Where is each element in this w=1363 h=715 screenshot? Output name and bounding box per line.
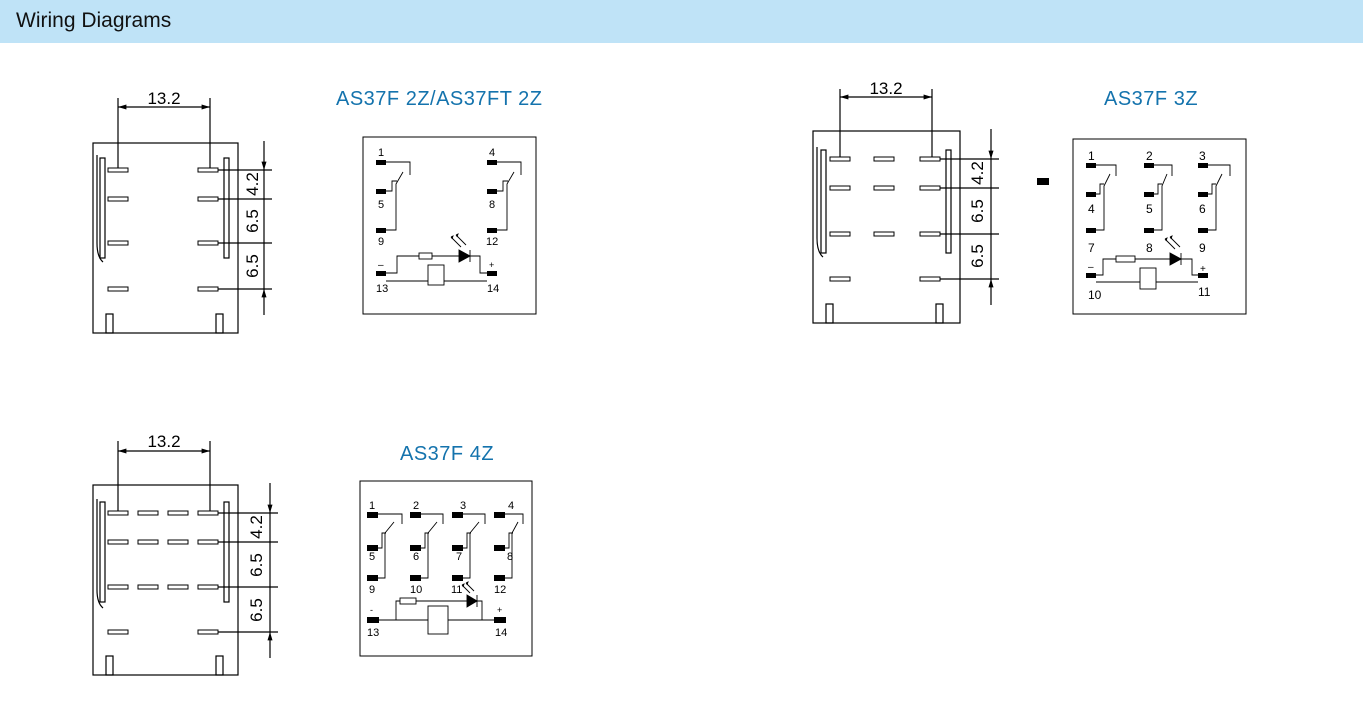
row-dimension-2z-1: 4.2 (243, 172, 262, 196)
schematic-2z: 1 4 5 8 9 12 13 14 – + (362, 136, 537, 315)
terminal-label: 3 (460, 500, 466, 512)
terminal-label: 1 (369, 500, 375, 512)
terminal-label: 13 (376, 283, 388, 295)
terminal-label: 5 (1146, 202, 1153, 216)
diagram-title-2z: AS37F 2Z/AS37FT 2Z (336, 88, 543, 110)
row-dimension-3z-1: 4.2 (968, 161, 987, 185)
terminal-label: 2 (1146, 149, 1153, 163)
row-dimension-4z-1: 4.2 (247, 515, 266, 539)
terminal-label: 1 (378, 147, 384, 159)
terminal-label: 7 (456, 551, 462, 563)
width-dimension-2z: 13.2 (147, 89, 180, 108)
row-dimension-4z-2: 6.5 (247, 553, 266, 577)
polarity-plus: + (489, 260, 494, 270)
terminal-label: 6 (413, 551, 419, 563)
terminal-label: 4 (1088, 202, 1095, 216)
separator-mark (1037, 178, 1049, 185)
row-dimension-3z-3: 6.5 (968, 244, 987, 268)
terminal-label: 2 (413, 500, 419, 512)
terminal-label: 8 (1146, 241, 1153, 255)
terminal-label: 4 (489, 147, 495, 159)
terminal-label: 10 (410, 584, 422, 596)
schematic-3z: 1 2 3 4 5 6 7 8 9 10 11 – + (1072, 138, 1247, 315)
terminal-label: 14 (495, 627, 507, 639)
terminal-label: 11 (1198, 285, 1211, 299)
terminal-label: 3 (1199, 149, 1206, 163)
row-dimension-3z-2: 6.5 (968, 199, 987, 223)
polarity-minus: – (378, 260, 384, 271)
terminal-label: 9 (369, 584, 375, 596)
relay-outline-2z (92, 98, 272, 334)
polarity-minus: – (1088, 262, 1094, 273)
terminal-label: 14 (487, 283, 499, 295)
terminal-label: 12 (494, 584, 506, 596)
relay-outline-4z (92, 441, 278, 676)
terminal-label: 12 (486, 236, 498, 248)
schematic-4z: 1 2 3 4 5 6 7 8 9 10 11 12 13 14 - + (359, 480, 533, 657)
width-dimension-4z: 13.2 (147, 432, 180, 451)
diagram-title-4z: AS37F 4Z (400, 443, 495, 465)
terminal-label: 6 (1199, 202, 1206, 216)
diagram-title-3z: AS37F 3Z (1104, 88, 1199, 110)
width-dimension-3z: 13.2 (869, 79, 902, 98)
terminal-label: 11 (451, 584, 462, 596)
polarity-minus: - (370, 605, 373, 615)
row-dimension-2z-3: 6.5 (243, 254, 262, 278)
terminal-label: 8 (489, 199, 495, 211)
terminal-label: 9 (1199, 241, 1206, 255)
section-title: Wiring Diagrams (16, 9, 172, 32)
polarity-plus: + (1200, 264, 1206, 275)
row-dimension-4z-3: 6.5 (247, 598, 266, 622)
terminal-label: 5 (378, 199, 384, 211)
terminal-label: 4 (508, 500, 514, 512)
terminal-label: 8 (507, 551, 513, 563)
row-dimension-2z-2: 6.5 (243, 209, 262, 233)
relay-outline-3z (812, 89, 999, 324)
terminal-label: 1 (1088, 149, 1095, 163)
terminal-label: 5 (369, 551, 375, 563)
terminal-label: 10 (1088, 288, 1102, 302)
terminal-label: 13 (367, 627, 379, 639)
terminal-label: 9 (378, 236, 384, 248)
section-header: Wiring Diagrams (0, 0, 1363, 43)
terminal-label: 7 (1088, 241, 1095, 255)
polarity-plus: + (497, 605, 502, 615)
